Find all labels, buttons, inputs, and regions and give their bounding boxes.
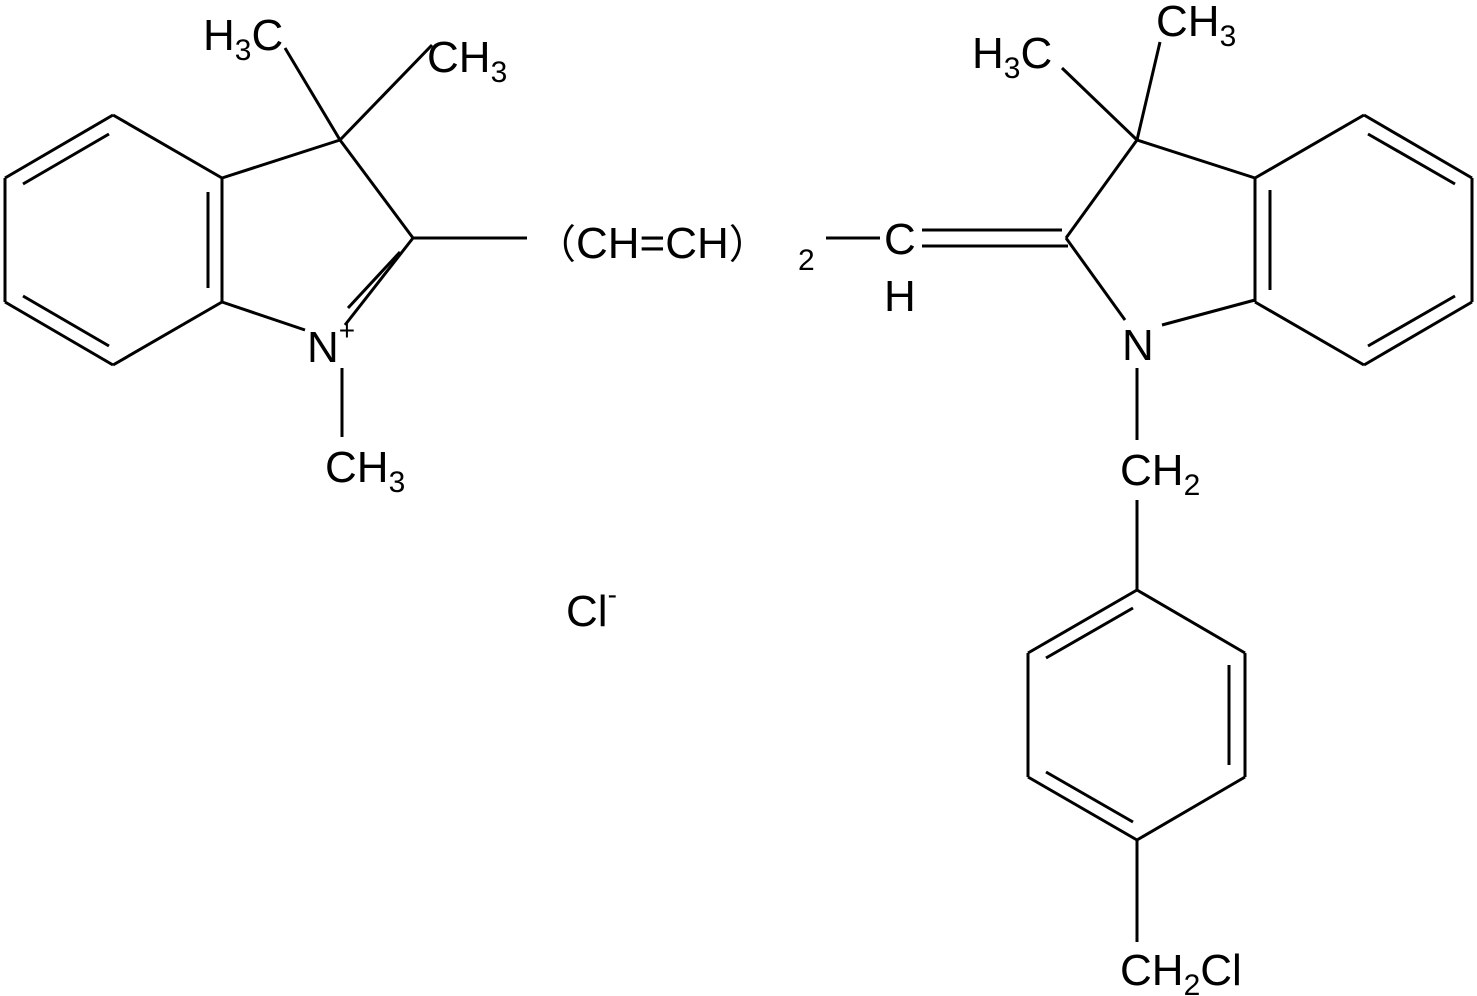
terminal-carbon-label: C [884,215,916,264]
right-benzene-ring [1253,113,1474,367]
double-bond-inner [1367,132,1456,186]
lower-benzene-ring [1026,588,1247,842]
bond [1064,139,1139,239]
double-bond-inner [1045,606,1134,660]
bond [1363,300,1473,367]
repeat-count: 2 [798,244,815,277]
bond [4,113,114,180]
bond [283,47,342,141]
n-methyl-label: CH3 [325,443,405,499]
bond [338,43,434,142]
left-nitrogen-label: N+ [307,315,355,372]
double-bond-inner [1367,294,1456,348]
bond [1136,588,1246,655]
bond [1254,113,1365,180]
double-bond-inner [346,250,402,310]
bond [221,300,306,332]
bond [1254,300,1365,367]
bond [221,138,341,180]
right-pyrrole-ring [1060,41,1256,327]
bond [1064,237,1127,321]
bond [1060,66,1139,142]
right-methyl-label-1: H3C [972,29,1052,85]
chloromethyl-label: CH2Cl [1120,946,1242,996]
bond [1027,588,1138,655]
bond [1136,775,1246,842]
bond [112,113,223,180]
bond [4,300,114,367]
bond [338,139,415,239]
right-methyl-label-2: CH3 [1156,0,1236,53]
double-bond-inner [1045,770,1134,824]
bond [1027,775,1138,842]
bond [1363,113,1473,180]
bond [1135,41,1162,141]
bond [343,237,415,326]
counter-ion-label: Cl- [566,579,617,636]
methylene-label: CH2 [1120,446,1200,502]
left-methyl-label-1: H3C [203,11,283,67]
right-nitrogen-label: N [1122,321,1154,370]
bond [112,300,223,367]
terminal-hydrogen-label: H [884,272,916,321]
bond [1136,138,1256,180]
repeat-unit-label: （CH=CH） [536,219,769,268]
left-methyl-label-2: CH3 [427,33,507,89]
left-benzene-ring [3,113,224,367]
double-bond-inner [22,294,110,348]
bond [1161,298,1256,327]
left-pyrrole-ring [221,43,434,437]
double-bond-inner [22,132,110,186]
